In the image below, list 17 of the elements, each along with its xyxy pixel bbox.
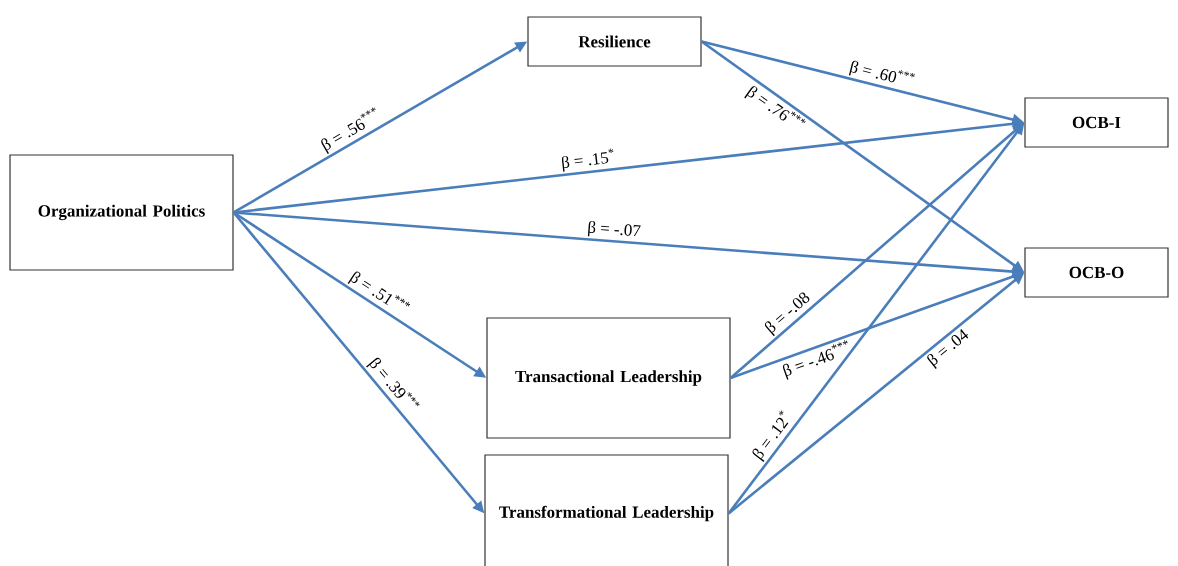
edge-label: β = .51$^{***}$	[347, 271, 411, 307]
edge-label: β = -.46$^{***}$	[782, 340, 848, 380]
edge-label: β = .60$^{***}$	[848, 60, 915, 83]
edge-label: β = .39$^{***}$	[366, 357, 420, 407]
edge-label: β = .56$^{***}$	[321, 107, 376, 154]
variable-box: Resilience	[527, 16, 702, 67]
variable-box: OCB-O	[1024, 247, 1169, 298]
edge-label: β = .12$^{*}$	[752, 410, 789, 462]
edge-label: β = .15$^{*}$	[561, 148, 614, 172]
variable-box: OCB-I	[1024, 97, 1169, 148]
variable-box: Organizational Politics	[9, 154, 234, 271]
edge-label: β = .76$^{***}$	[744, 86, 806, 124]
variable-box: Transformational Leadership	[484, 454, 729, 566]
edge-label: β = .04	[927, 329, 969, 369]
edge-label: β = -.07	[587, 220, 641, 237]
variable-box: Transactional Leadership	[486, 317, 731, 439]
edge-label: β = -.08	[764, 292, 810, 337]
